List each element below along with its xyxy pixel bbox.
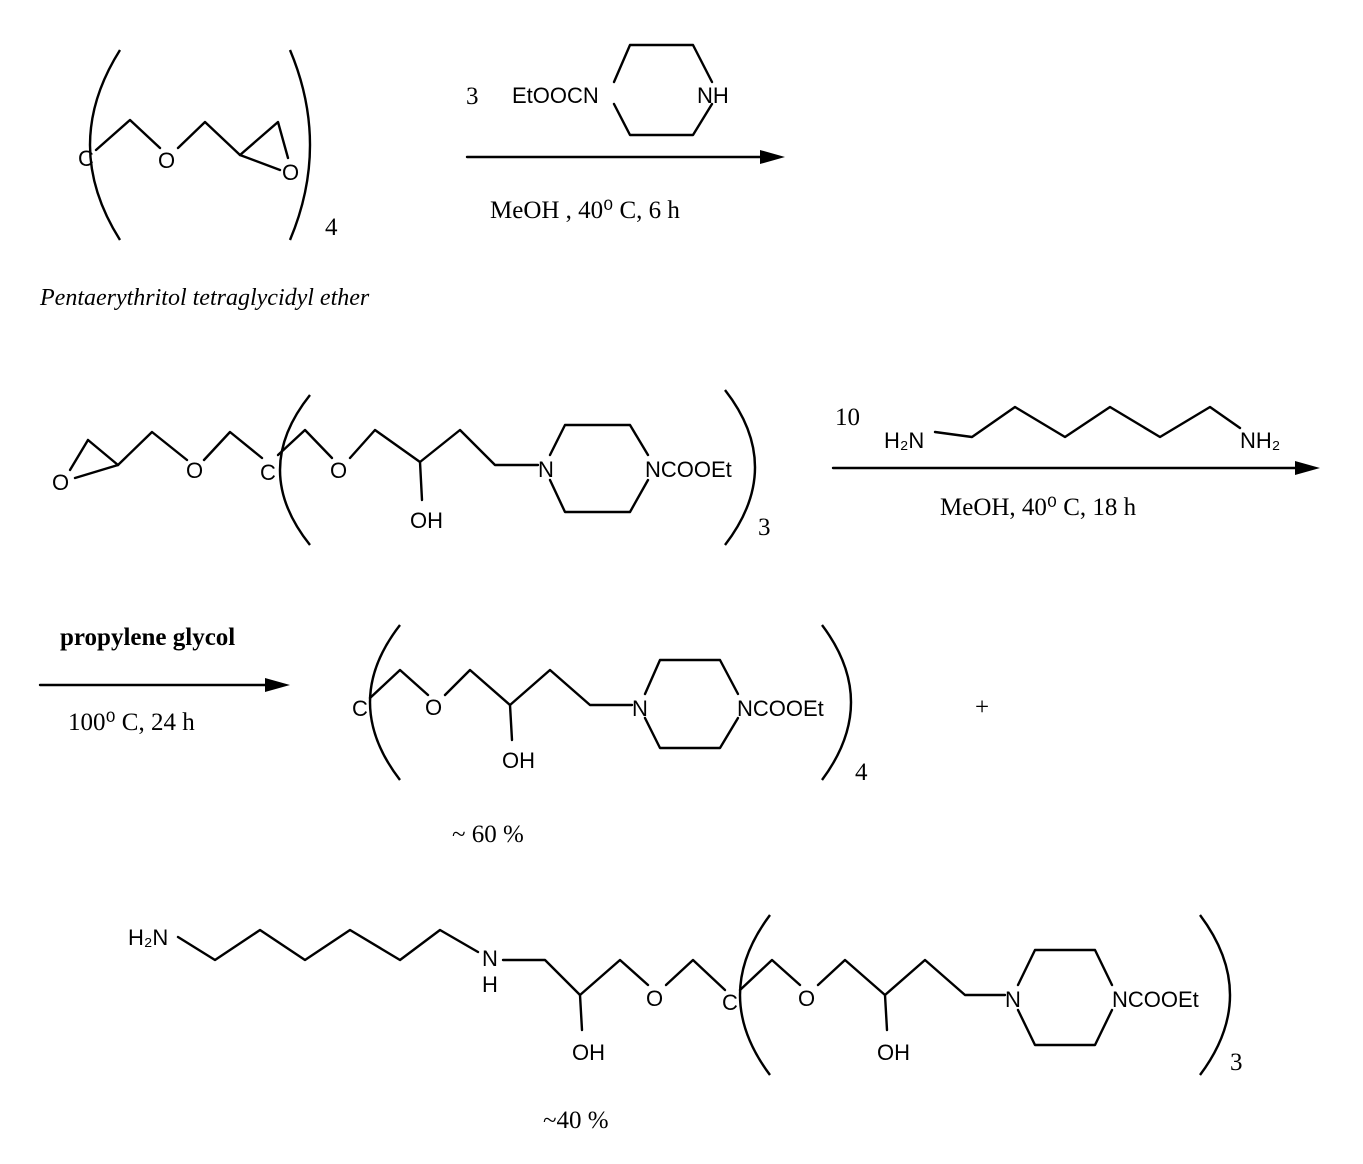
bond [350,430,538,465]
bond [445,670,632,705]
atom-o: O [52,470,69,495]
left-parenthesis [280,395,310,545]
bond [118,432,187,465]
right-parenthesis [822,625,851,780]
solvent-label: propylene glycol [60,624,235,651]
hydroxyl: OH [572,1040,605,1065]
atom-o: O [425,695,442,720]
yield-label: ~ 60 % [452,821,524,848]
bond [420,462,422,500]
hydroxyl: OH [877,1040,910,1065]
atom-o: O [282,160,299,185]
reagent-equiv: 10 [835,404,860,431]
atom-c: C [78,146,94,171]
atom-label: EtOOCN [512,83,599,108]
hydroxyl: OH [410,508,443,533]
bond [70,440,88,470]
reaction-arrow-1 [467,150,785,164]
repeat-count: 3 [1230,1049,1243,1076]
bond [885,995,887,1030]
atom-c: C [722,990,738,1015]
piperazine-ring [1018,1010,1112,1045]
conditions-3: 100⁰ C, 24 h [68,709,195,736]
atom-o: O [798,986,815,1011]
compound-name: Pentaerythritol tetraglycidyl ether [39,285,370,311]
bond [75,465,118,478]
repeat-count: 3 [758,514,771,541]
bond [88,440,118,465]
hydroxyl: OH [502,748,535,773]
bond [178,930,478,960]
reagent-hexanediamine: 10 H₂N NH₂ [835,404,1280,453]
atom-n: N [538,457,554,482]
bond [178,122,240,155]
atom-label: H₂N [128,925,168,950]
atom-o: O [330,458,347,483]
atom-n: N [1005,987,1021,1012]
bond [818,960,1005,995]
piperazine-ring [550,480,648,512]
piperazine-ring [614,104,712,135]
bond [503,960,648,995]
piperazine-ring [1018,950,1112,985]
right-parenthesis [290,50,310,240]
atom-label: NCOOEt [737,696,824,721]
reaction-arrow-2 [833,461,1320,475]
reactant-pentaerythritol: C O O 4 Pentaerythritol tetraglycidyl et… [39,50,370,311]
bond [510,705,512,740]
atom-c: C [260,460,276,485]
left-parenthesis [740,915,770,1075]
atom-c: C [352,696,368,721]
atom-label: NH [697,83,729,108]
bond [204,432,262,460]
left-parenthesis [90,50,120,240]
product-tetra-substituted: C O OH N NCOOEt 4 ~ 60 % [352,625,868,848]
yield-label: ~40 % [543,1107,609,1134]
piperazine-ring [550,425,648,455]
intermediate-tri-substituted: O O C O OH N NCOOEt 3 [52,390,771,545]
reagent-piperazine-carboxylate: 3 EtOOCN NH [466,45,729,135]
repeat-count: 4 [325,214,338,241]
product-amine-substituted: H₂N N H OH O C O OH N NCOOEt 3 ~40 % [128,915,1243,1134]
bond [370,670,428,698]
atom-n: N [482,946,498,971]
atom-label: NCOOEt [645,457,732,482]
atom-h: H [482,972,498,997]
atom-o: O [158,148,175,173]
repeat-count: 4 [855,759,868,786]
atom-label: NH₂ [1240,428,1280,453]
conditions-1: MeOH , 40⁰ C, 6 h [490,197,680,224]
bond [96,120,160,150]
bond [935,407,1240,437]
piperazine-ring [614,45,712,82]
bond [666,960,725,990]
reaction-arrow-3 [40,678,290,692]
piperazine-ring [645,660,738,694]
bond [580,995,582,1030]
plus-sign: + [975,694,989,721]
bond [740,960,800,990]
atom-o: O [646,986,663,1011]
atom-o: O [186,458,203,483]
left-parenthesis [370,625,400,780]
conditions-2: MeOH, 40⁰ C, 18 h [940,494,1137,521]
atom-label: H₂N [884,428,924,453]
reagent-equiv: 3 [466,83,479,110]
bond [240,122,288,158]
atom-label: NCOOEt [1112,987,1199,1012]
piperazine-ring [645,718,738,748]
right-parenthesis [1200,915,1230,1075]
bond [240,155,280,170]
